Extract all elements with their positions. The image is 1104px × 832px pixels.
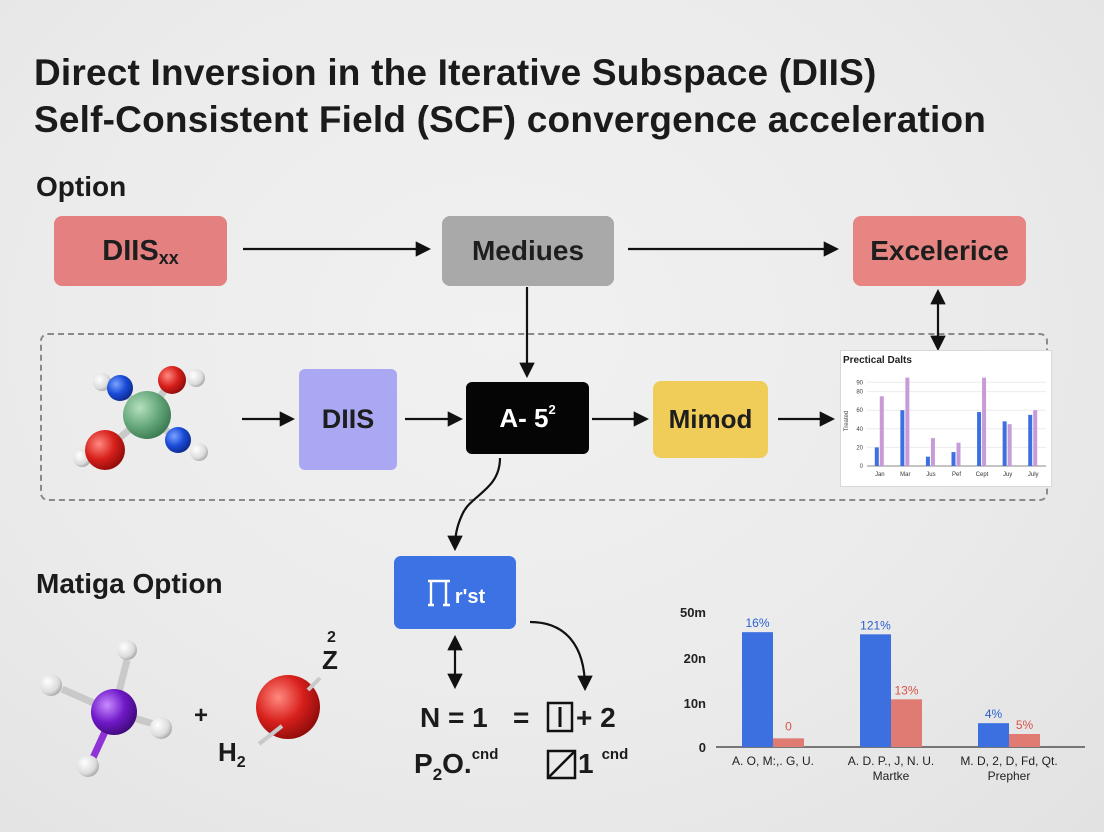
square-slash-icon <box>546 749 577 780</box>
first-box-label: r'st <box>454 586 486 608</box>
section-matiga-option-label: Matiga Option <box>36 568 223 599</box>
mediues-box[interactable]: Mediues <box>442 216 614 286</box>
bar-chart-ytick: 0 <box>699 740 706 755</box>
title-line-1: Direct Inversion in the Iterative Subspa… <box>34 52 877 93</box>
bar-chart-data-label: 16% <box>745 616 769 630</box>
bar-chart-bar <box>860 634 891 747</box>
bar-chart-bar <box>1009 734 1040 747</box>
bar-chart-bar <box>773 738 804 747</box>
bar-chart-data-label: 13% <box>894 683 918 697</box>
bar-chart-data-label: 121% <box>860 618 891 632</box>
bar-chart-bar <box>978 723 1009 747</box>
bar-chart-xtick: A. D. P., J, N. U. <box>848 754 934 768</box>
mini-chart-bar <box>956 442 961 466</box>
mini-chart-ytick: 60 <box>856 408 863 414</box>
bar-chart-bar <box>891 699 922 747</box>
title-line-2: Self-Consistent Field (SCF) convergence … <box>34 99 987 140</box>
p2o-tail: O. <box>442 748 472 779</box>
bar-chart-data-label: 4% <box>985 707 1003 721</box>
bar-chart-xtick: Martke <box>873 769 910 783</box>
diis-box[interactable]: DIIS <box>299 369 397 470</box>
mini-chart-bar <box>879 396 884 466</box>
mini-chart-xtick: Mar <box>900 472 910 478</box>
mini-chart-bar <box>930 438 935 466</box>
mini-chart-title: Prectical Dalts <box>843 355 912 366</box>
mini-chart-bar <box>900 410 905 466</box>
mini-chart-xtick: Cept <box>976 472 989 478</box>
bar-chart-data-label: 5% <box>1016 718 1034 732</box>
mini-chart-xtick: Pef <box>952 472 961 478</box>
mini-chart-bar <box>1033 410 1038 466</box>
a-box-superscript: 2 <box>548 401 556 417</box>
a-box-label: A- 5 <box>499 402 549 433</box>
mini-chart-xtick: July <box>1028 472 1039 478</box>
mini-chart-ytick: 80 <box>856 390 863 396</box>
bar-chart-ytick: 20n <box>684 651 706 666</box>
one-superscript: cnd <box>601 746 629 763</box>
p2o-label: P2O.cnd <box>414 746 499 784</box>
mini-chart-bar <box>977 412 982 466</box>
z-main: Z <box>322 645 338 675</box>
one-cnd-label: 1 cnd <box>578 746 629 780</box>
mini-chart-bar <box>951 452 956 466</box>
diisxx-subscript: xx <box>158 247 179 268</box>
n-equation: N = 1 <box>420 702 488 733</box>
mini-chart-ytick: 40 <box>856 427 863 433</box>
excelerice-box[interactable]: Excelerice <box>853 216 1026 286</box>
mini-chart-bar <box>1002 421 1007 466</box>
p2o-main: P <box>414 748 433 779</box>
p2o-superscript: cnd <box>471 746 499 763</box>
plus-two-label: + 2 <box>576 702 616 733</box>
bar-chart-bar <box>742 632 773 747</box>
bar-chart-xtick: Prepher <box>988 769 1031 783</box>
h2-subscript: 2 <box>236 754 246 771</box>
mini-chart-xtick: Jan <box>875 472 885 478</box>
bar-chart-ytick: 50m <box>680 605 706 620</box>
mini-chart-bar <box>982 377 987 466</box>
z-superscript: 2 <box>327 629 336 646</box>
mini-chart-ytick: 0 <box>860 464 864 470</box>
mini-chart-bar <box>925 456 930 466</box>
arrow-a-box-to-first <box>447 457 502 552</box>
p2o-subscript: 2 <box>432 765 443 784</box>
h2-label: H2 <box>218 737 246 771</box>
section-option-label: Option <box>36 171 127 202</box>
bar-chart-ytick: 10n <box>684 696 706 711</box>
equals-sign: = <box>513 702 530 733</box>
bar-chart-data-label: 0 <box>785 719 792 733</box>
bracket-icon <box>427 579 450 606</box>
first-box[interactable]: r'st <box>394 556 516 629</box>
mini-chart-xtick: Jus <box>926 472 935 478</box>
diisxx-label: DIIS <box>102 234 159 267</box>
mini-chart-bar <box>1028 414 1033 466</box>
bar-chart-xtick: M. D, 2, D, Fd, Qt. <box>960 754 1057 768</box>
plus-sign: + <box>194 702 209 729</box>
bar-chart-xtick: A. O, M:,. G, U. <box>732 754 814 768</box>
one-main: 1 <box>578 748 594 779</box>
mimod-box[interactable]: Mimod <box>653 381 768 458</box>
mini-chart-ylabel: Treated <box>844 411 850 431</box>
h2-main: H <box>218 737 237 767</box>
mini-chart-bar <box>874 447 879 466</box>
mini-chart-ytick: 90 <box>856 380 863 386</box>
arrow-first-to-box-eq <box>529 620 593 692</box>
square-bar-icon <box>546 701 574 733</box>
mini-chart-ytick: 20 <box>856 445 863 451</box>
mini-chart-bar <box>905 377 910 466</box>
mini-chart-xtick: Juy <box>1003 472 1012 478</box>
mini-chart-bar <box>1007 424 1012 466</box>
